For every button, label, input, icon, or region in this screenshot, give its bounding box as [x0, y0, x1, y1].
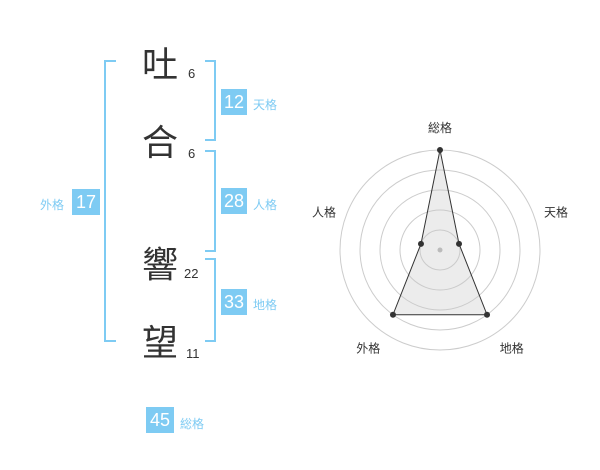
- name-char-3: 響: [142, 245, 179, 286]
- radar-ring-1: [419, 229, 461, 271]
- stroke-count-4: 11: [186, 346, 200, 361]
- gaikaku-badge: 17: [72, 189, 100, 215]
- stroke-count-3: 22: [184, 266, 199, 281]
- radar-axis-label-5: 人格: [312, 204, 336, 219]
- radar-axis-label-4: 外格: [356, 341, 380, 356]
- gaikaku-label: 外格: [40, 198, 65, 212]
- chikaku-label: 地格: [253, 298, 278, 312]
- radar-point-3: [484, 311, 491, 318]
- soukaku-badge: 45: [146, 407, 174, 433]
- tenkaku-badge: 12: [221, 89, 247, 115]
- jinkaku-badge: 28: [221, 188, 247, 214]
- stroke-count-1: 6: [188, 66, 196, 81]
- radar-ring-2: [399, 209, 481, 291]
- radar-point-1: [437, 147, 443, 153]
- name-char-1: 吐: [142, 45, 179, 86]
- soukaku-label: 総格: [180, 417, 205, 431]
- radar-point-4: [389, 311, 396, 318]
- gaikaku-bracket: [104, 60, 116, 342]
- radar-point-2: [456, 240, 463, 247]
- tenkaku-bracket: [205, 60, 216, 141]
- name-char-4: 望: [142, 323, 179, 364]
- jinkaku-bracket: [205, 150, 216, 252]
- radar-point-5: [417, 240, 424, 247]
- jinkaku-label: 人格: [253, 198, 278, 212]
- radar-ring-4: [359, 169, 521, 331]
- radar-polygon: [392, 149, 488, 316]
- tenkaku-label: 天格: [253, 98, 278, 112]
- radar-axis-label-3: 地格: [500, 341, 524, 356]
- stroke-count-2: 6: [188, 146, 196, 161]
- radar-center: [437, 247, 443, 253]
- name-char-2: 合: [142, 123, 179, 164]
- chikaku-bracket: [205, 258, 216, 342]
- radar-axis-label-2: 天格: [544, 204, 568, 219]
- radar-axis-label-1: 総格: [428, 120, 452, 135]
- chikaku-badge: 33: [221, 289, 247, 315]
- radar-ring-3: [379, 189, 501, 311]
